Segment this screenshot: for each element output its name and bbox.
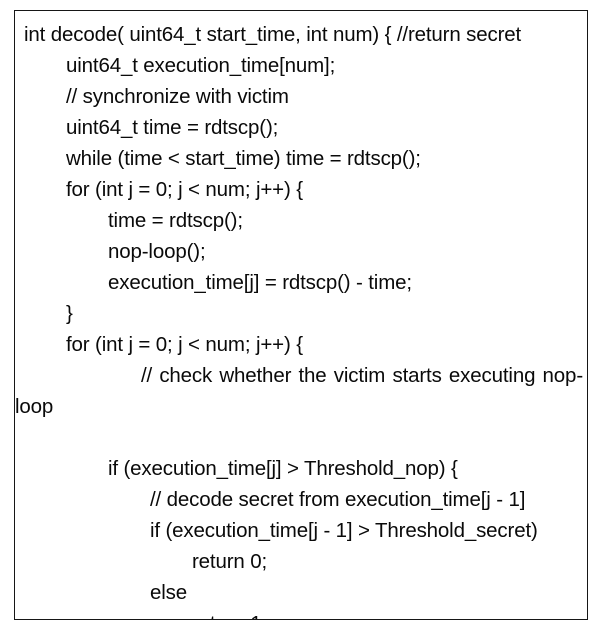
code-line-text: } — [66, 302, 73, 325]
code-line-text: return 1; — [192, 612, 267, 619]
code-line: if (execution_time[j - 1] > Threshold_se… — [15, 515, 587, 546]
code-line-text: int decode( uint64_t start_time, int num… — [24, 23, 522, 46]
code-line: uint64_t time = rdtscp(); — [15, 112, 587, 143]
code-line: return 0; — [15, 546, 587, 577]
code-line: return 1; — [15, 608, 587, 619]
code-line: execution_time[j] = rdtscp() - time; — [15, 267, 587, 298]
code-line: } — [15, 298, 587, 329]
code-line: int decode( uint64_t start_time, int num… — [15, 19, 587, 50]
code-lines-container: int decode( uint64_t start_time, int num… — [15, 11, 587, 619]
code-line-text: if (execution_time[j - 1] > Threshold_se… — [150, 519, 538, 542]
code-line-text: // check whether the victim starts execu… — [15, 364, 583, 418]
code-line: else — [15, 577, 587, 608]
code-line-text: for (int j = 0; j < num; j++) { — [66, 333, 303, 356]
code-line: uint64_t execution_time[num]; — [15, 50, 587, 81]
code-line: time = rdtscp(); — [15, 205, 587, 236]
code-line: nop-loop(); — [15, 236, 587, 267]
code-line-text: return 0; — [192, 550, 267, 573]
code-line-text: uint64_t time = rdtscp(); — [66, 116, 279, 139]
code-line-text: execution_time[j] = rdtscp() - time; — [108, 271, 412, 294]
code-line-text: // decode secret from execution_time[j -… — [150, 488, 526, 511]
code-line: // decode secret from execution_time[j -… — [15, 484, 587, 515]
code-line: for (int j = 0; j < num; j++) { — [15, 329, 587, 360]
code-line-text: uint64_t execution_time[num]; — [66, 54, 336, 77]
code-line-text: // synchronize with victim — [66, 85, 289, 108]
code-line: for (int j = 0; j < num; j++) { — [15, 174, 587, 205]
code-line-text: while (time < start_time) time = rdtscp(… — [66, 147, 421, 170]
code-line-text: else — [150, 581, 188, 604]
code-line: if (execution_time[j] > Threshold_nop) { — [15, 453, 587, 484]
code-line-text: time = rdtscp(); — [108, 209, 243, 232]
code-line: // check whether the victim starts execu… — [15, 360, 587, 453]
code-line: // synchronize with victim — [15, 81, 587, 112]
code-line-text: nop-loop(); — [108, 240, 206, 263]
code-line: while (time < start_time) time = rdtscp(… — [15, 143, 587, 174]
code-listing-box: int decode( uint64_t start_time, int num… — [14, 10, 588, 620]
code-line-text: for (int j = 0; j < num; j++) { — [66, 178, 303, 201]
code-line-text: if (execution_time[j] > Threshold_nop) { — [108, 457, 458, 480]
